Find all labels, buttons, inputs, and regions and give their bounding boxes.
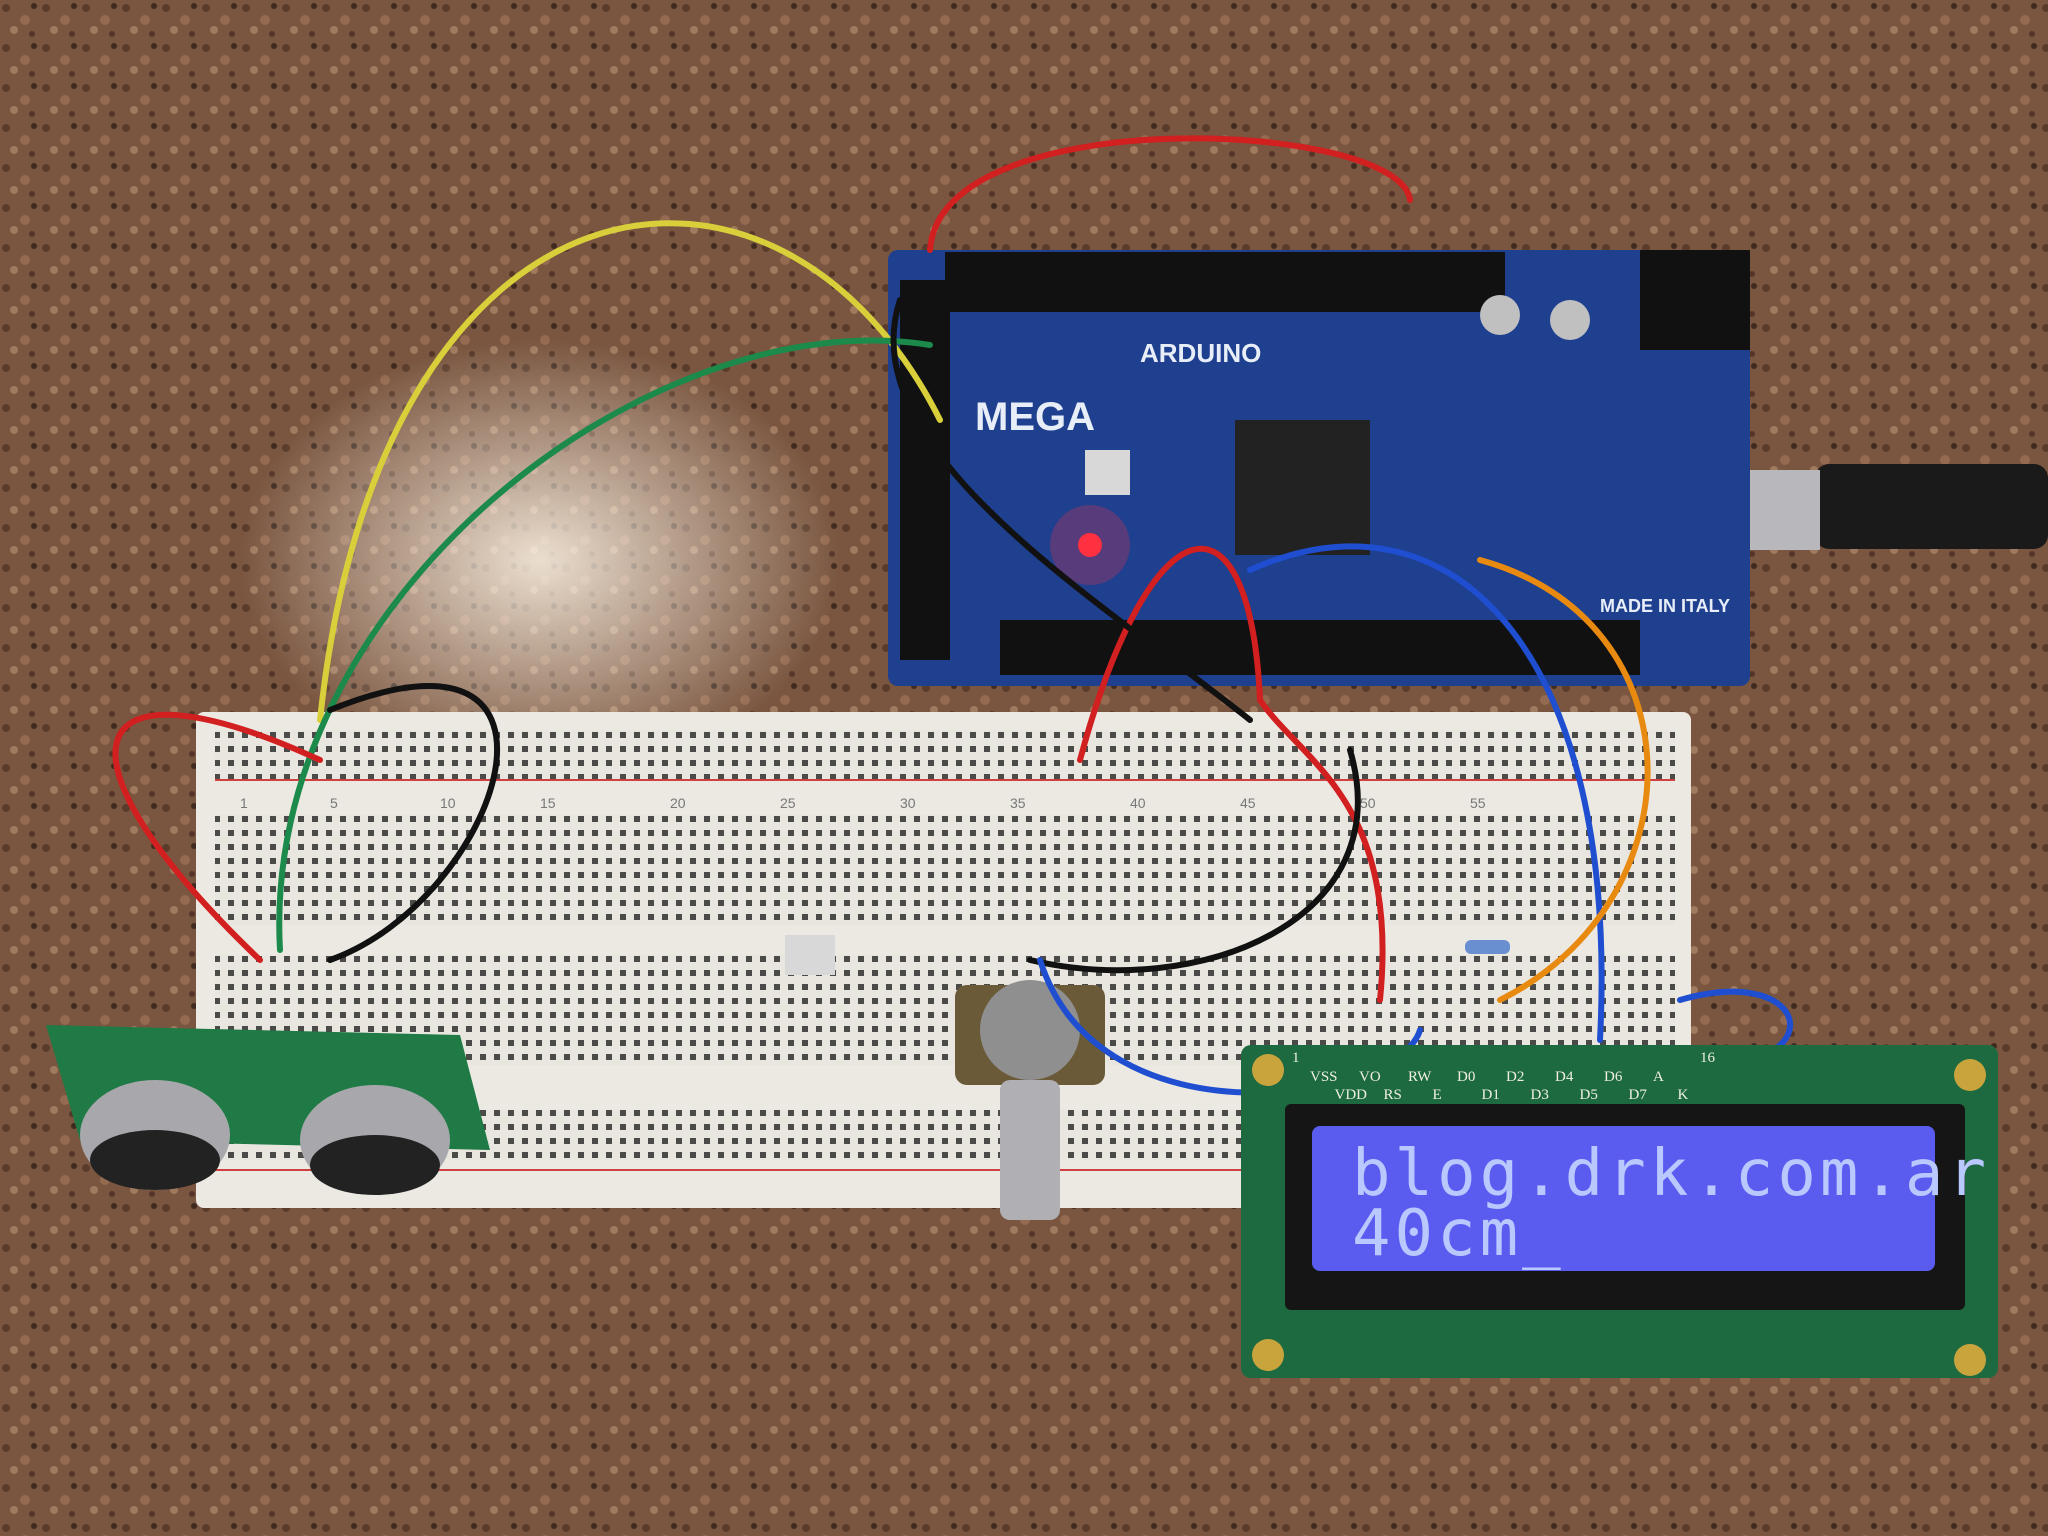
lcd-pin-label: D2 [1506, 1069, 1524, 1085]
arduino-mega-board: ARDUINO MEGA MADE IN ITALY [888, 250, 1750, 686]
column-label: 20 [670, 795, 686, 811]
column-label: 55 [1470, 795, 1486, 811]
lcd-pin-first: 1 [1292, 1050, 1300, 1066]
ultrasonic-sensor [46, 1025, 490, 1195]
lcd-pin-label: D0 [1457, 1069, 1475, 1085]
lcd-pin-label: D3 [1531, 1087, 1549, 1103]
column-label: 15 [540, 795, 556, 811]
lcd-pin-label: RS [1384, 1087, 1402, 1103]
lcd-pin-label: D1 [1482, 1087, 1500, 1103]
lcd-line-2: 40cm_ [1352, 1197, 1565, 1271]
column-label: 45 [1240, 795, 1256, 811]
column-label: 1 [240, 795, 248, 811]
lcd-pin-label: VDD [1335, 1087, 1368, 1103]
column-label: 5 [330, 795, 338, 811]
column-label: 10 [440, 795, 456, 811]
column-label: 30 [900, 795, 916, 811]
made-in-label: MADE IN ITALY [1600, 596, 1730, 616]
lcd-pin-label: D7 [1629, 1087, 1648, 1103]
reset-button [1085, 450, 1130, 495]
column-label: 50 [1360, 795, 1376, 811]
lcd-pin-label: A [1653, 1069, 1664, 1085]
brand-label: ARDUINO [1140, 338, 1261, 368]
ir-sensor [785, 935, 835, 975]
lcd-screen [1312, 1126, 1935, 1271]
model-label: MEGA [975, 395, 1095, 439]
power-led [1078, 533, 1102, 557]
lcd-pin-label: D5 [1580, 1087, 1598, 1103]
lcd-pin-label: D6 [1604, 1069, 1623, 1085]
column-label: 40 [1130, 795, 1146, 811]
lcd-line-1: blog.drk.com.ar [1352, 1137, 1990, 1211]
lcd-pin-label: K [1678, 1087, 1689, 1103]
column-label: 35 [1010, 795, 1026, 811]
lcd-pin-label: D4 [1555, 1069, 1574, 1085]
lcd-pin-label: VSS [1310, 1069, 1338, 1085]
column-label: 25 [780, 795, 796, 811]
lcd-pin-label: E [1433, 1087, 1442, 1103]
lcd-pin-last: 16 [1700, 1050, 1716, 1066]
resistor [1465, 940, 1510, 954]
power-jack [1640, 250, 1750, 350]
lcd-pin-label: VO [1359, 1069, 1381, 1085]
lcd-pin-label: RW [1408, 1069, 1432, 1085]
